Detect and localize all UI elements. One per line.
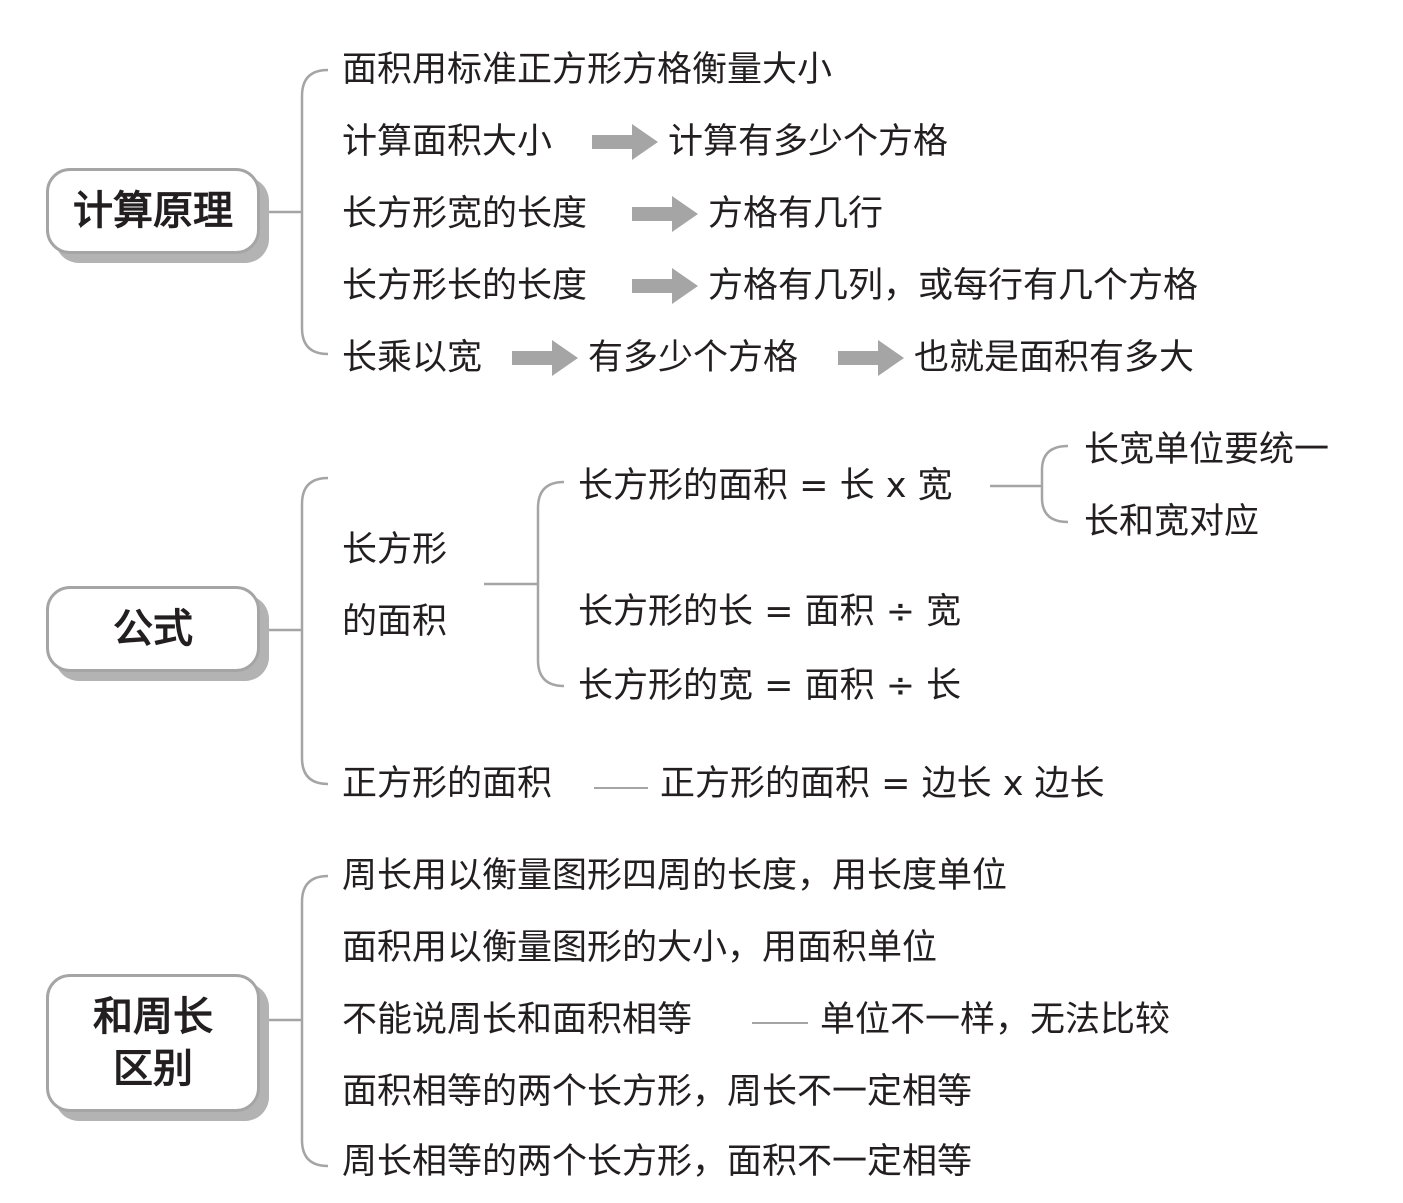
- principle-item-3-right: 方格有几行: [708, 194, 884, 234]
- connector-dash: [752, 1022, 808, 1024]
- difference-item-4: 面积相等的两个长方形，周长不一定相等: [342, 1072, 973, 1112]
- principle-item-4-right: 方格有几列，或每行有几个方格: [708, 266, 1199, 306]
- difference-item-1: 周长用以衡量图形四周的长度，用长度单位: [342, 856, 1008, 896]
- principle-item-4-left: 长方形长的长度: [342, 266, 588, 306]
- connector-dash: [594, 787, 648, 789]
- difference-item-3: 不能说周长和面积相等: [342, 1000, 693, 1040]
- rect-width-formula: 长方形的宽 = 面积 ÷ 长: [578, 666, 962, 706]
- square-area-label: 正方形的面积: [342, 764, 553, 804]
- difference-reason: 单位不一样，无法比较: [820, 1000, 1171, 1040]
- formula-node: 公式: [46, 586, 260, 672]
- rect-length-formula: 长方形的长 = 面积 ÷ 宽: [578, 592, 962, 632]
- right-arrow-icon: [512, 340, 578, 376]
- principle-item-5-right: 也就是面积有多大: [914, 338, 1195, 378]
- right-arrow-icon: [838, 340, 904, 376]
- principle-node: 计算原理: [46, 168, 260, 254]
- unit-note-2: 长和宽对应: [1084, 502, 1260, 542]
- square-area-formula: 正方形的面积 = 边长 x 边长: [660, 764, 1105, 804]
- right-arrow-icon: [632, 196, 698, 232]
- difference-item-2: 面积用以衡量图形的大小，用面积单位: [342, 928, 938, 968]
- principle-item-2-left: 计算面积大小: [342, 122, 553, 162]
- right-arrow-icon: [592, 124, 658, 160]
- right-arrow-icon: [632, 268, 698, 304]
- principle-item-5-middle: 有多少个方格: [588, 338, 799, 378]
- difference-item-5: 周长相等的两个长方形，面积不一定相等: [342, 1142, 973, 1182]
- rect-area-label-line2: 的面积: [342, 602, 448, 642]
- rect-area-label-line1: 长方形: [342, 530, 448, 570]
- principle-item-2-right: 计算有多少个方格: [668, 122, 949, 162]
- principle-item-3-left: 长方形宽的长度: [342, 194, 588, 234]
- difference-node: 和周长 区别: [46, 974, 260, 1112]
- rect-area-formula: 长方形的面积 = 长 x 宽: [578, 466, 953, 506]
- unit-note-1: 长宽单位要统一: [1084, 430, 1330, 470]
- principle-item-5-left: 长乘以宽: [342, 338, 483, 378]
- principle-item-1: 面积用标准正方形方格衡量大小: [342, 50, 833, 90]
